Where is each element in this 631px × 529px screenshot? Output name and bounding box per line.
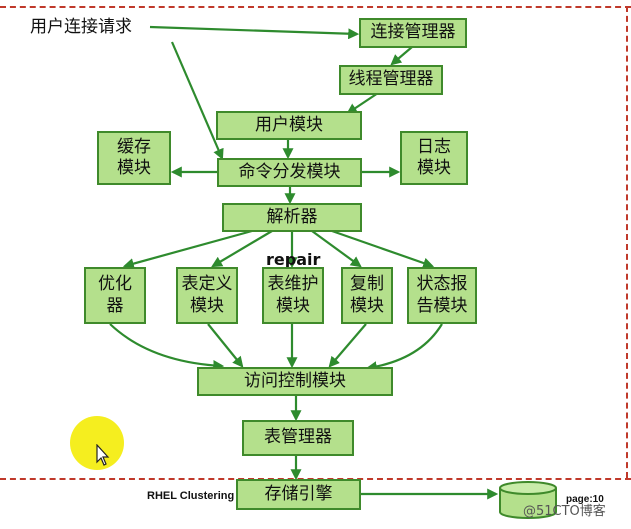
arrow-parser-to-status-report	[331, 229, 435, 269]
cache-module-box: 缓存 模块	[97, 131, 171, 185]
arrow-parser-to-table-definition	[211, 230, 273, 268]
optimizer-label: 优化 器	[98, 274, 132, 316]
connection-manager-box: 连接管理器	[359, 18, 467, 48]
arrow-request-to-connection-manager	[149, 25, 360, 40]
user-module-box: 用户模块	[216, 111, 362, 140]
cursor-icon	[96, 443, 110, 470]
status-report-label: 状态报 告模块	[416, 274, 468, 316]
connection-manager-label: 连接管理器	[370, 22, 456, 43]
replication-label: 复制 模块	[350, 274, 384, 316]
log-module-box: 日志 模块	[400, 131, 468, 185]
right-dashed-border	[626, 6, 628, 478]
arrow-parser-to-optimizer	[122, 229, 253, 269]
storage-engine-label: 存储引擎	[264, 483, 333, 504]
top-dashed-border	[0, 6, 631, 8]
optimizer-box: 优化 器	[84, 267, 146, 324]
cache-module-label: 缓存 模块	[117, 136, 151, 178]
parser-label: 解析器	[266, 206, 318, 227]
table-definition-label: 表定义 模块	[181, 274, 233, 316]
arrow-connection-to-thread-manager	[390, 46, 413, 66]
parser-box: 解析器	[222, 203, 362, 232]
thread-manager-box: 线程管理器	[339, 65, 443, 95]
arrow-status-report-to-access-control	[365, 323, 443, 373]
table-manager-box: 表管理器	[242, 420, 354, 456]
status-report-box: 状态报 告模块	[407, 267, 477, 324]
arrow-optimizer-to-access-control	[109, 323, 225, 372]
arrow-table-definition-to-access-control	[207, 323, 244, 368]
access-control-box: 访问控制模块	[197, 367, 393, 396]
log-module-label: 日志 模块	[417, 136, 451, 178]
storage-engine-box: 存储引擎	[236, 479, 361, 510]
user-module-label: 用户模块	[255, 114, 323, 135]
database-cylinder-icon	[498, 480, 560, 524]
arrow-request-to-command-dispatch	[170, 41, 224, 161]
table-maintenance-label: 表维护 模块	[267, 274, 319, 316]
table-definition-box: 表定义 模块	[176, 267, 238, 324]
table-maintenance-box: 表维护 模块	[262, 267, 324, 324]
access-control-label: 访问控制模块	[244, 370, 346, 391]
arrow-parser-to-replication	[311, 230, 362, 268]
command-dispatch-box: 命令分发模块	[217, 158, 362, 187]
arrow-thread-to-user-module	[346, 92, 379, 115]
diagram-title: 用户连接请求	[30, 17, 132, 37]
table-manager-label: 表管理器	[264, 427, 332, 448]
thread-manager-label: 线程管理器	[348, 69, 434, 90]
repair-label: repair	[266, 250, 321, 269]
watermark: @51CTO博客	[523, 504, 606, 519]
page-number: page:10	[566, 494, 604, 505]
footer-left-text: RHEL Clustering	[147, 490, 235, 502]
replication-box: 复制 模块	[341, 267, 393, 324]
arrow-replication-to-access-control	[328, 323, 367, 368]
command-dispatch-label: 命令分发模块	[238, 161, 341, 182]
